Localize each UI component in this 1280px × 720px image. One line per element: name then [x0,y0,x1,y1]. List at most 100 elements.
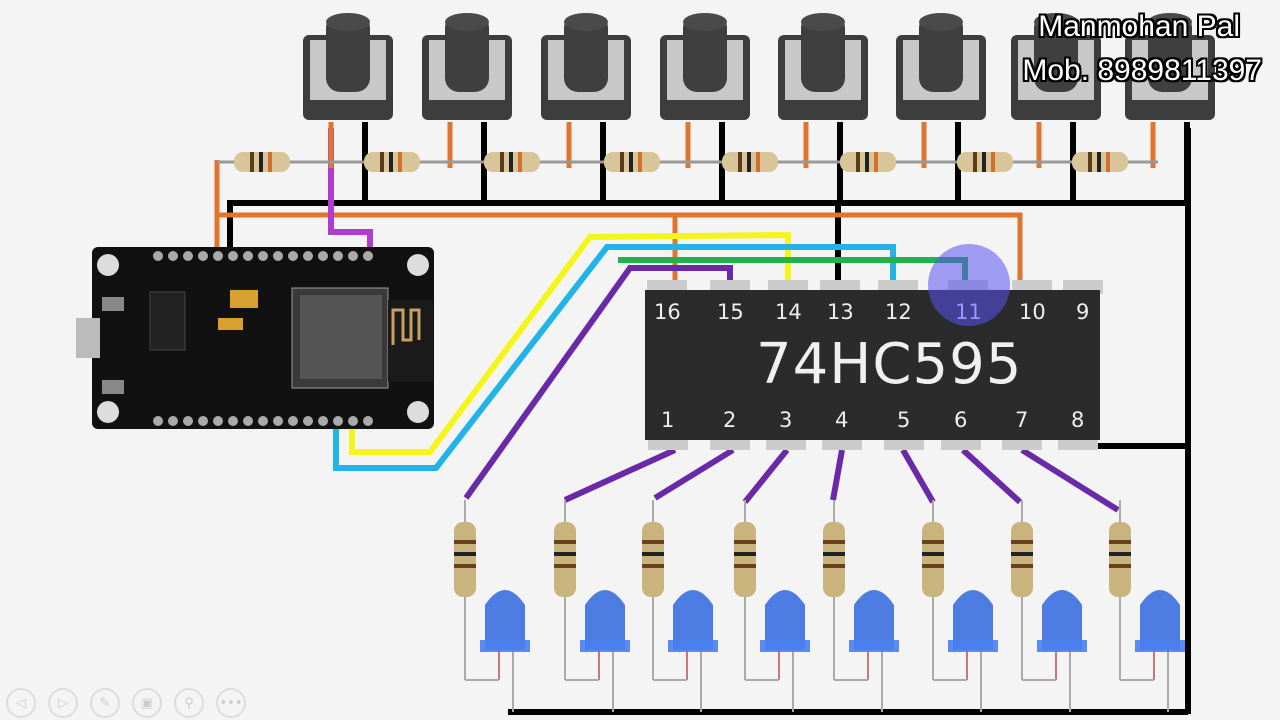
resistor [1072,152,1128,172]
slides-icon[interactable]: ▣ [132,688,162,718]
led-resistor [454,500,476,680]
resistor [604,152,660,172]
credit-mobile: Mob. 8989811397 [1022,54,1262,87]
board-pin [348,416,358,426]
push-button [1125,13,1215,203]
led-resistors [454,500,1131,680]
led-resistor [734,500,756,680]
push-button [422,13,512,203]
pin-label-13: 13 [827,300,854,324]
board-pin [183,251,193,261]
board-pin [228,251,238,261]
led-resistor [642,500,664,680]
pin-label-8: 8 [1071,408,1085,432]
board-pin [168,416,178,426]
push-button [896,13,986,203]
board-pin [168,251,178,261]
board-pin [273,416,283,426]
led [834,590,899,712]
pin-label-3: 3 [779,408,793,432]
usb-port [76,318,100,358]
led [465,590,530,712]
board-pin [153,416,163,426]
slideshow-controls: ◁ ▷ ✎ ▣ ⚲ ••• [6,688,246,718]
board-pin [228,416,238,426]
board-pin [318,251,328,261]
board-pin [198,251,208,261]
board-pin [363,251,373,261]
pen-icon[interactable]: ✎ [90,688,120,718]
board-pin [363,416,373,426]
pin-label-11: 11 [955,300,982,324]
pin-label-12: 12 [885,300,912,324]
board-pin [303,251,313,261]
board-pin [258,251,268,261]
pin-label-2: 2 [723,408,737,432]
zoom-icon[interactable]: ⚲ [174,688,204,718]
board-pin [183,416,193,426]
led-resistor [554,500,576,680]
board-pin [273,251,283,261]
resistor [722,152,778,172]
resistor [957,152,1013,172]
board-pin [288,251,298,261]
pin-label-16: 16 [654,300,681,324]
board-pin [303,416,313,426]
board-pin [333,251,343,261]
shift-register-chip [645,280,1103,450]
board-pin [318,416,328,426]
push-button [778,13,868,203]
led [1120,590,1185,712]
cyan-wire [333,244,896,471]
led-resistor [922,500,944,680]
pin-label-9: 9 [1076,300,1090,324]
push-button [660,13,750,203]
board-pin [213,251,223,261]
next-icon[interactable]: ▷ [48,688,78,718]
resistor [364,152,420,172]
board-pin [213,416,223,426]
led [1022,590,1087,712]
nodemcu-board [76,247,434,429]
resistor [840,152,896,172]
pin-label-10: 10 [1019,300,1046,324]
board-pin [243,416,253,426]
push-button [303,13,393,203]
resistor [484,152,540,172]
led [933,590,998,712]
led [653,590,718,712]
pin-label-4: 4 [835,408,849,432]
leds [465,590,1185,712]
board-pin [348,251,358,261]
pin-label-5: 5 [897,408,911,432]
resistor [234,152,290,172]
board-pin [288,416,298,426]
rst-button [102,297,124,311]
board-pin [198,416,208,426]
purple-wire-15 [463,265,733,500]
pull-resistors [217,152,1158,172]
push-button [541,13,631,203]
prev-icon[interactable]: ◁ [6,688,36,718]
vcc-bus [214,160,1023,290]
cursor-highlight [928,244,1010,326]
led [565,590,630,712]
more-icon[interactable]: ••• [216,688,246,718]
output-wires [563,447,1120,513]
led-resistor [1011,500,1033,680]
led-resistor [1109,500,1131,680]
magenta-wire [328,128,373,258]
led-resistor [823,500,845,680]
led [745,590,810,712]
push-buttons [303,13,1215,203]
pin-label-1: 1 [661,408,675,432]
board-pin [333,416,343,426]
flash-button [102,380,124,394]
pin-label-7: 7 [1015,408,1029,432]
pin-label-14: 14 [775,300,802,324]
credit-name: Manmohan Pal [1038,10,1240,43]
chip-label: 74HC595 [756,332,1023,397]
board-pin [243,251,253,261]
pin-label-6: 6 [954,408,968,432]
